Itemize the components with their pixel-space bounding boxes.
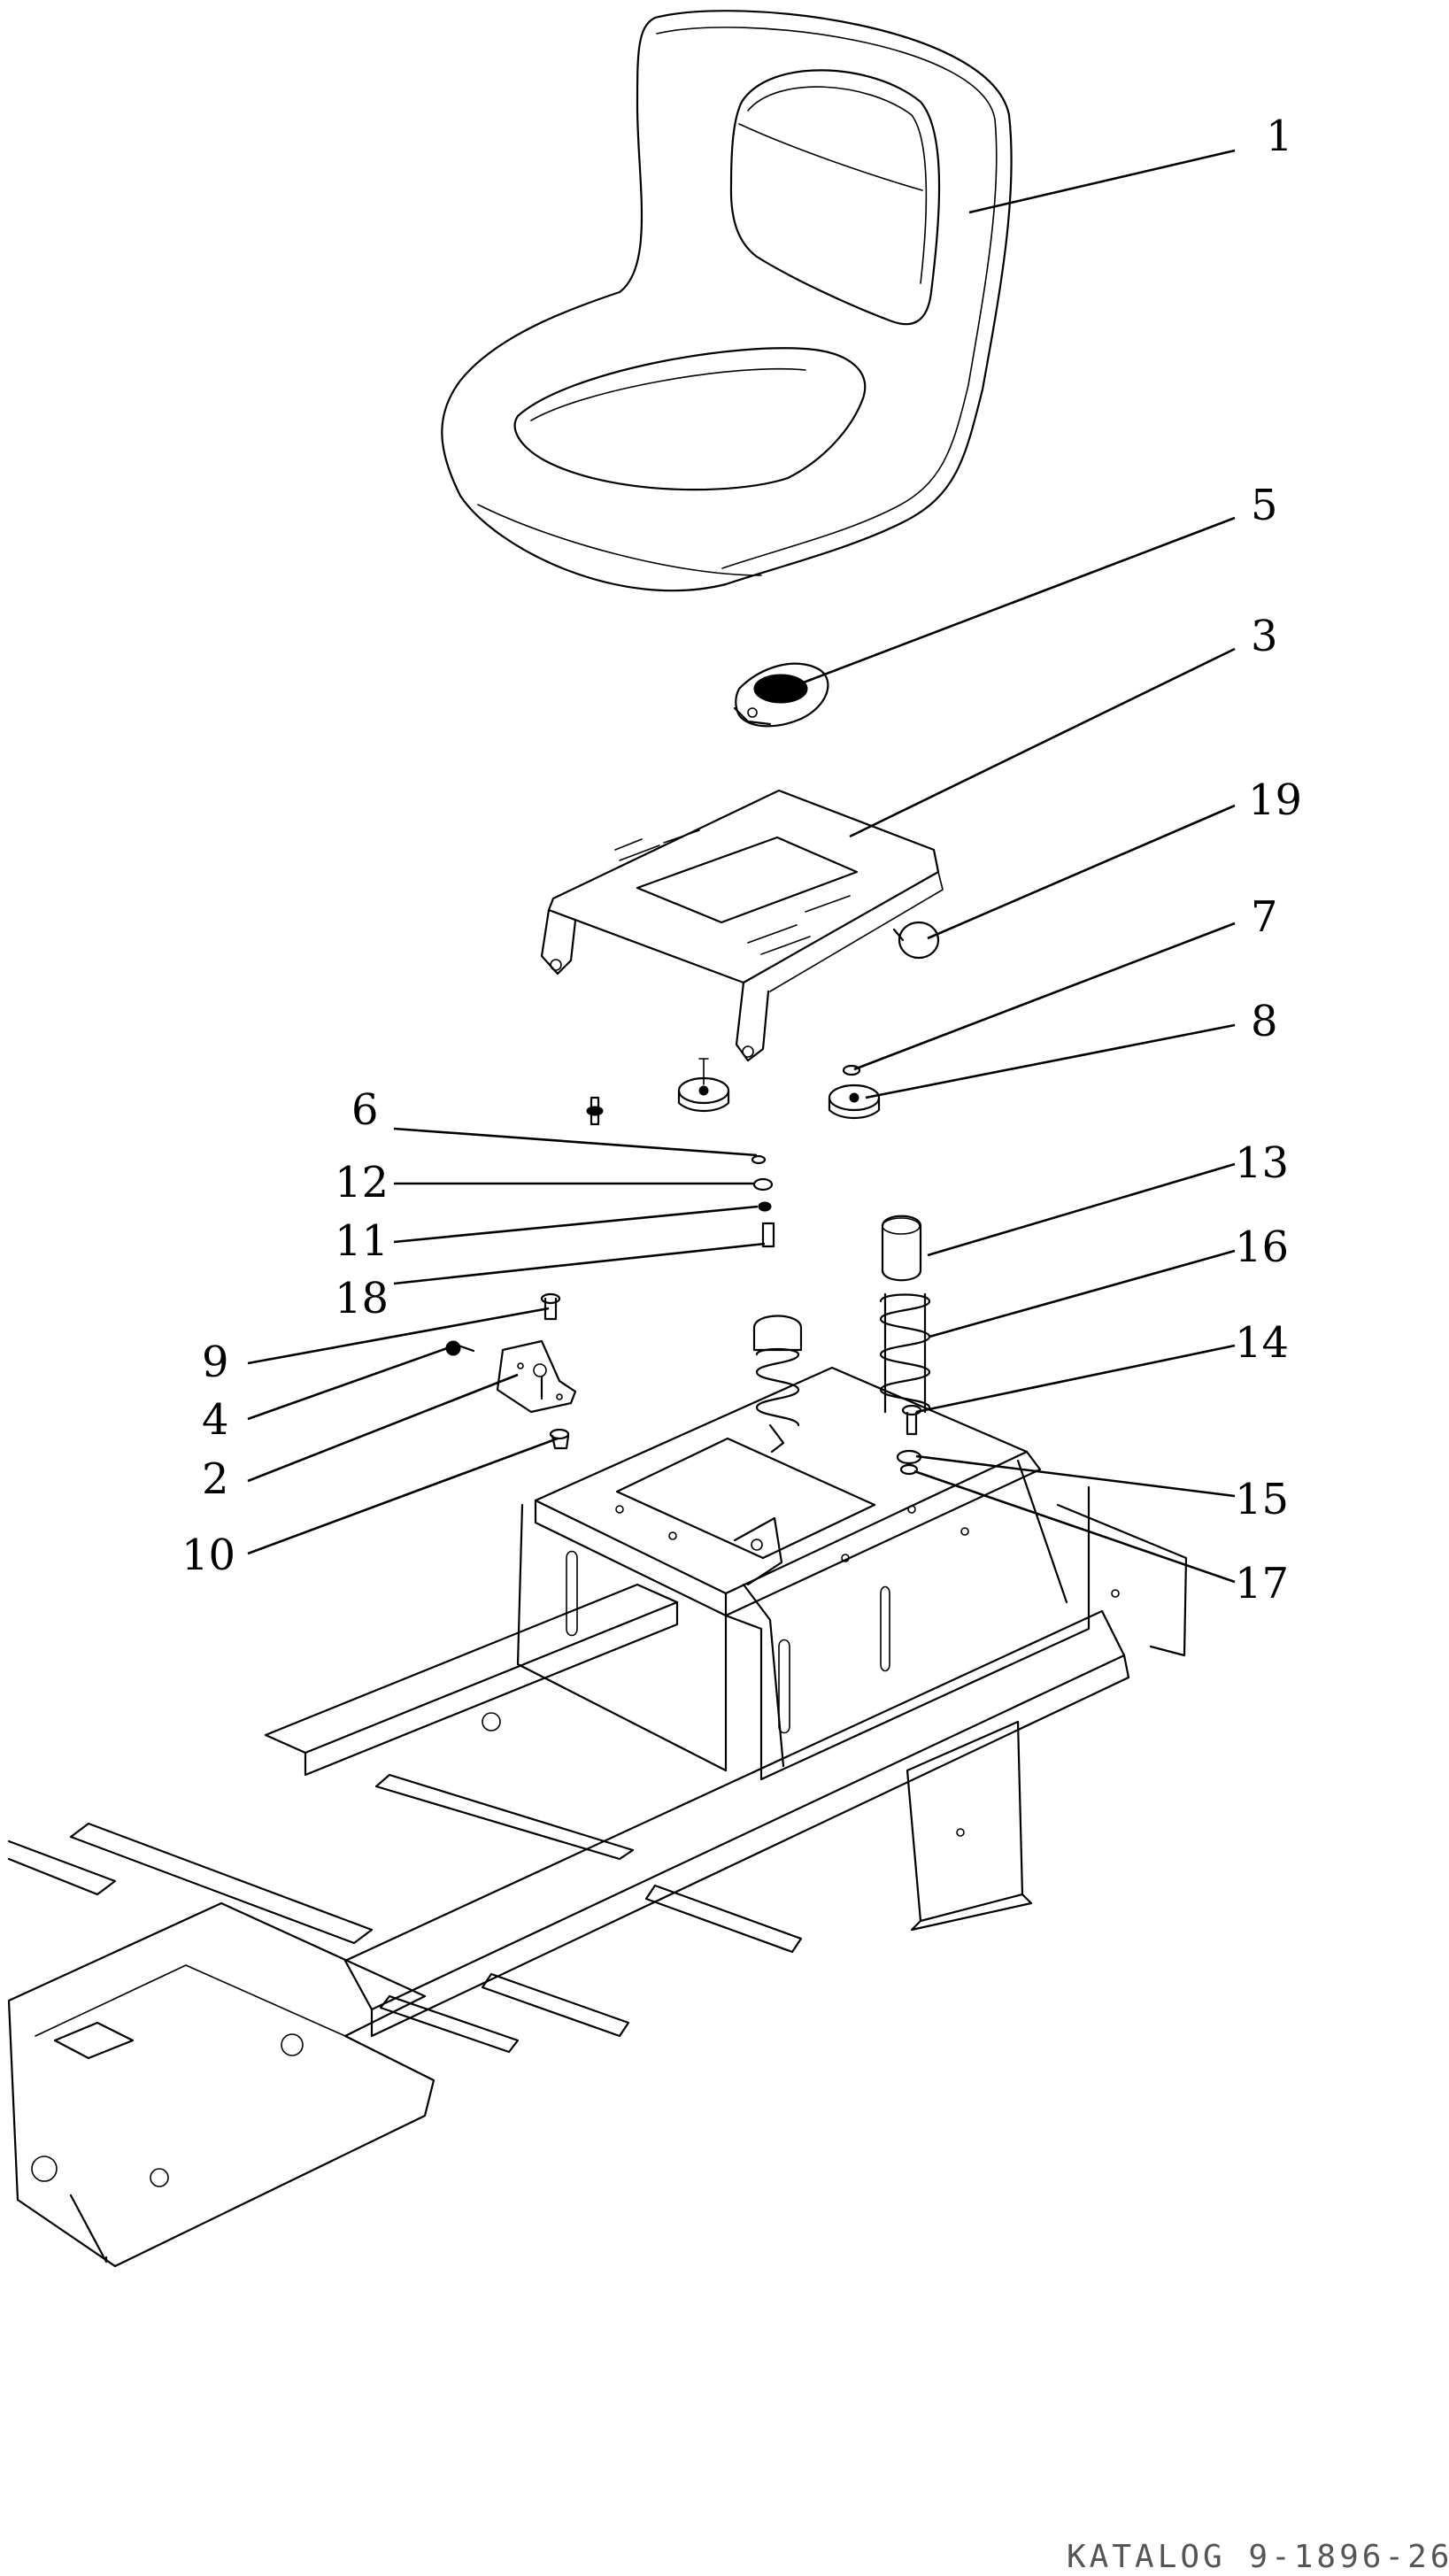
callout-18: 18 — [335, 1274, 389, 1323]
callout-5: 5 — [1251, 481, 1278, 530]
callout-2: 2 — [202, 1454, 229, 1504]
callout-10: 10 — [181, 1531, 235, 1580]
callout-13: 13 — [1235, 1138, 1289, 1188]
callout-8: 8 — [1251, 997, 1278, 1046]
callout-4: 4 — [202, 1395, 229, 1445]
small-hardware — [586, 1058, 881, 1248]
callout-9: 9 — [202, 1338, 229, 1387]
seat-switch — [733, 662, 829, 728]
callout-12: 12 — [335, 1158, 389, 1207]
leader-lines — [247, 149, 1236, 1584]
callout-15: 15 — [1235, 1475, 1289, 1524]
callout-labels: 1 5 3 19 7 8 6 12 11 18 13 16 9 4 2 14 1… — [181, 112, 1302, 1608]
callout-11: 11 — [335, 1216, 389, 1266]
chassis-frame — [7, 1366, 1188, 2268]
callout-1: 1 — [1266, 112, 1293, 161]
callout-17: 17 — [1235, 1559, 1289, 1608]
catalog-number: KATALOG 9-1896-260 — [1067, 2539, 1449, 2575]
callout-16: 16 — [1235, 1222, 1289, 1272]
callout-19: 19 — [1248, 775, 1302, 825]
adjust-knob — [892, 921, 940, 960]
seat-plate — [540, 789, 944, 1062]
callout-3: 3 — [1251, 612, 1278, 661]
callout-6: 6 — [351, 1085, 379, 1135]
callout-14: 14 — [1235, 1318, 1289, 1368]
seat — [441, 10, 1013, 592]
bracket — [445, 1292, 922, 1476]
bumper-and-springs — [752, 1215, 931, 1454]
callout-7: 7 — [1251, 892, 1278, 942]
